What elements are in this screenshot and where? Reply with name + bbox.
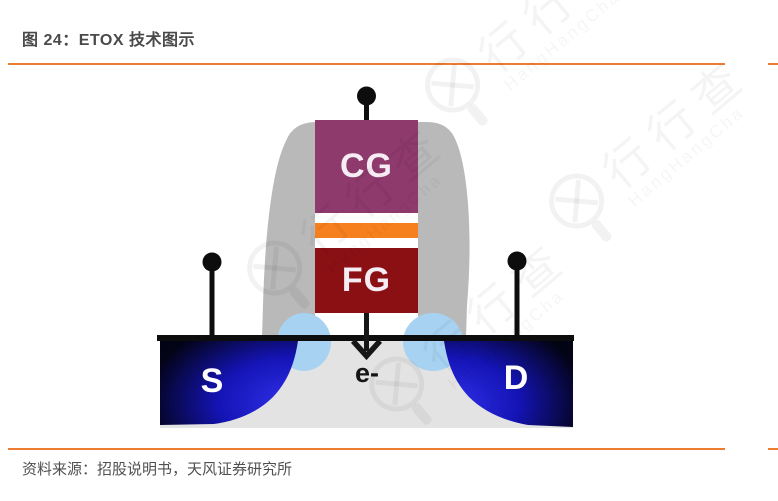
- source-note: 资料来源：招股说明书，天风证券研究所: [22, 461, 293, 478]
- bottom-rule-end-segment: [768, 448, 778, 450]
- floating-gate-box: FG: [315, 248, 418, 313]
- gate-terminal-dot: [357, 86, 376, 106]
- floating-gate-label: FG: [341, 261, 392, 299]
- source-terminal-dot: [202, 252, 222, 272]
- control-gate-label: CG: [340, 147, 393, 185]
- top-rule-end-segment: [768, 63, 778, 65]
- drain-terminal-dot: [507, 251, 527, 271]
- figure-title: 图 24：ETOX 技术图示: [22, 32, 195, 49]
- control-gate-box: CG: [315, 120, 418, 213]
- electron-arrow-head: [350, 339, 383, 361]
- bottom-rule: [8, 448, 725, 450]
- drain-well: [444, 341, 573, 427]
- electron-label: e-: [354, 358, 379, 388]
- drain-label: D: [503, 359, 529, 397]
- source-well: [160, 341, 298, 425]
- top-rule: [8, 63, 725, 65]
- tunnel-oxide-stripe: [315, 223, 418, 238]
- source-label: S: [200, 362, 224, 400]
